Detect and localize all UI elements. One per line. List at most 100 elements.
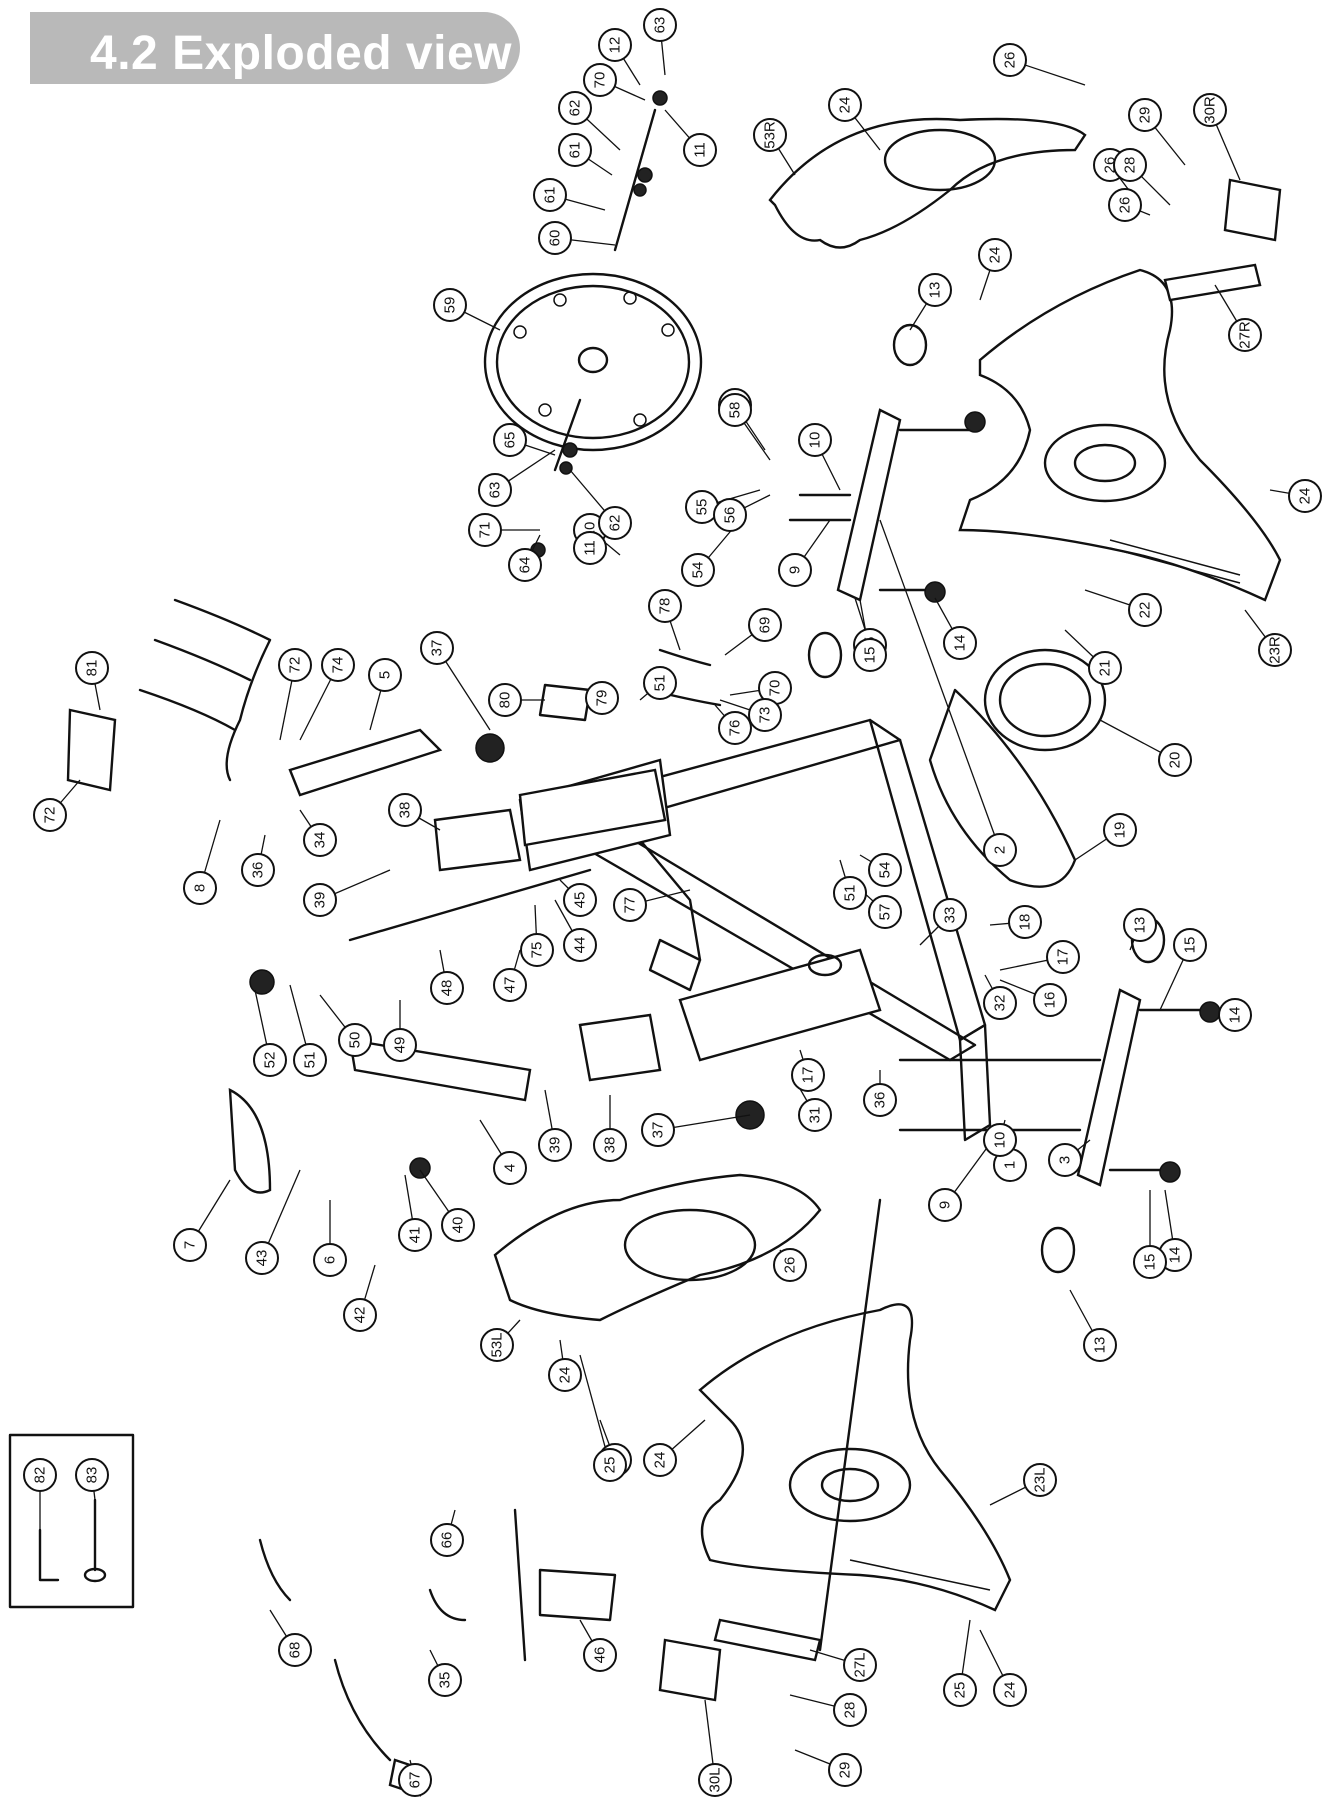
- callout-label: 69: [757, 617, 774, 634]
- stabilizer-front: [836, 408, 972, 602]
- part-callout-13: 13: [1083, 1328, 1117, 1362]
- part-callout-15: 15: [1133, 1245, 1167, 1279]
- part-callout-12: 12: [598, 28, 632, 62]
- part-callout-58: 58: [718, 393, 752, 427]
- callout-label: 28: [842, 1702, 859, 1719]
- callout-circle: [343, 1298, 377, 1332]
- callout-label: 76: [727, 720, 744, 737]
- part-callout-83: 83: [75, 1458, 109, 1492]
- callout-label: 58: [727, 402, 744, 419]
- callout-label: 45: [572, 892, 589, 909]
- part-callout-59: 59: [433, 288, 467, 322]
- callout-circle: [1258, 633, 1292, 667]
- callout-circle: [798, 423, 832, 457]
- chain-cover-right: [768, 117, 1087, 249]
- part-callout-53r: 53R: [753, 118, 787, 152]
- side-cover-left: [698, 1303, 1012, 1612]
- callout-circle: [1113, 148, 1147, 182]
- callout-label: 54: [877, 862, 894, 879]
- part-callout-43: 43: [245, 1241, 279, 1275]
- part-callout-17: 17: [1046, 940, 1080, 974]
- callout-label: 65: [502, 432, 519, 449]
- callout-label: 61: [542, 187, 559, 204]
- part-callout-38: 38: [593, 1128, 627, 1162]
- callout-circle: [493, 423, 527, 457]
- callout-label: 38: [602, 1137, 619, 1154]
- callout-circle: [748, 698, 782, 732]
- callout-label: 70: [767, 680, 784, 697]
- callout-label: 73: [757, 707, 774, 724]
- callout-circle: [398, 1218, 432, 1252]
- callout-label: 48: [439, 980, 456, 997]
- part-callout-36: 36: [241, 853, 275, 887]
- part-callout-34: 34: [303, 823, 337, 857]
- callout-label: 29: [1137, 107, 1154, 124]
- part-callout-56: 56: [713, 498, 747, 532]
- part-callout-61: 61: [533, 178, 567, 212]
- callout-circle: [943, 1673, 977, 1707]
- callout-circle: [748, 608, 782, 642]
- part-callout-8: 8: [183, 871, 217, 905]
- part-callout-17: 17: [791, 1058, 825, 1092]
- callout-label: 30R: [1202, 96, 1219, 124]
- callout-circle: [1158, 743, 1192, 777]
- callout-label: 36: [250, 862, 267, 879]
- callout-label: 19: [1112, 822, 1129, 839]
- part-callout-9: 9: [778, 553, 812, 587]
- callout-circle: [368, 658, 402, 692]
- callout-circle: [643, 8, 677, 42]
- callout-circle: [173, 1228, 207, 1262]
- part-callout-14: 14: [943, 626, 977, 660]
- part-callout-28: 28: [1113, 148, 1147, 182]
- callout-circle: [1173, 928, 1207, 962]
- part-callout-65: 65: [493, 423, 527, 457]
- part-callout-11: 11: [573, 531, 607, 565]
- tool-box: [8, 1433, 135, 1609]
- callout-circle: [993, 1673, 1027, 1707]
- callout-label: 75: [529, 942, 546, 959]
- part-callout-32: 32: [983, 986, 1017, 1020]
- part-callout-9: 9: [928, 1188, 962, 1222]
- knobs: [249, 411, 1221, 1183]
- part-callout-49: 49: [383, 1028, 417, 1062]
- callout-circle: [718, 393, 752, 427]
- callout-label: 39: [312, 892, 329, 909]
- callout-circle: [493, 1151, 527, 1185]
- callout-label: 59: [442, 297, 459, 314]
- part-callout-42: 42: [343, 1298, 377, 1332]
- part-callout-48: 48: [430, 971, 464, 1005]
- callout-label: 39: [547, 1137, 564, 1154]
- part-callout-10: 10: [798, 423, 832, 457]
- callout-label: 24: [557, 1367, 574, 1384]
- part-callout-30l: 30L: [698, 1763, 732, 1797]
- callout-circle: [843, 1648, 877, 1682]
- callout-circle: [1023, 1463, 1057, 1497]
- part-callout-13: 13: [1123, 908, 1157, 942]
- callout-circle: [480, 1328, 514, 1362]
- part-callout-19: 19: [1103, 813, 1137, 847]
- callout-label: 2: [992, 846, 1009, 854]
- callout-circle: [538, 221, 572, 255]
- callout-circle: [585, 681, 619, 715]
- callout-label: 83: [84, 1467, 101, 1484]
- callout-label: 37: [429, 640, 446, 657]
- callout-circle: [648, 589, 682, 623]
- callout-label: 32: [992, 995, 1009, 1012]
- callout-label: 66: [439, 1532, 456, 1549]
- callout-circle: [420, 631, 454, 665]
- callout-label: 26: [1002, 52, 1019, 69]
- callout-label: 22: [1137, 602, 1154, 619]
- callout-circle: [563, 883, 597, 917]
- part-callout-15: 15: [1173, 928, 1207, 962]
- callout-circle: [441, 1208, 475, 1242]
- part-callout-3: 3: [1048, 1143, 1082, 1177]
- callout-circle: [468, 513, 502, 547]
- callout-circle: [868, 853, 902, 887]
- callout-label: 10: [807, 432, 824, 449]
- callout-label: 7: [182, 1241, 199, 1249]
- callout-circle: [643, 1443, 677, 1477]
- callout-circle: [428, 1663, 462, 1697]
- callout-label: 17: [800, 1067, 817, 1084]
- callout-circle: [241, 853, 275, 887]
